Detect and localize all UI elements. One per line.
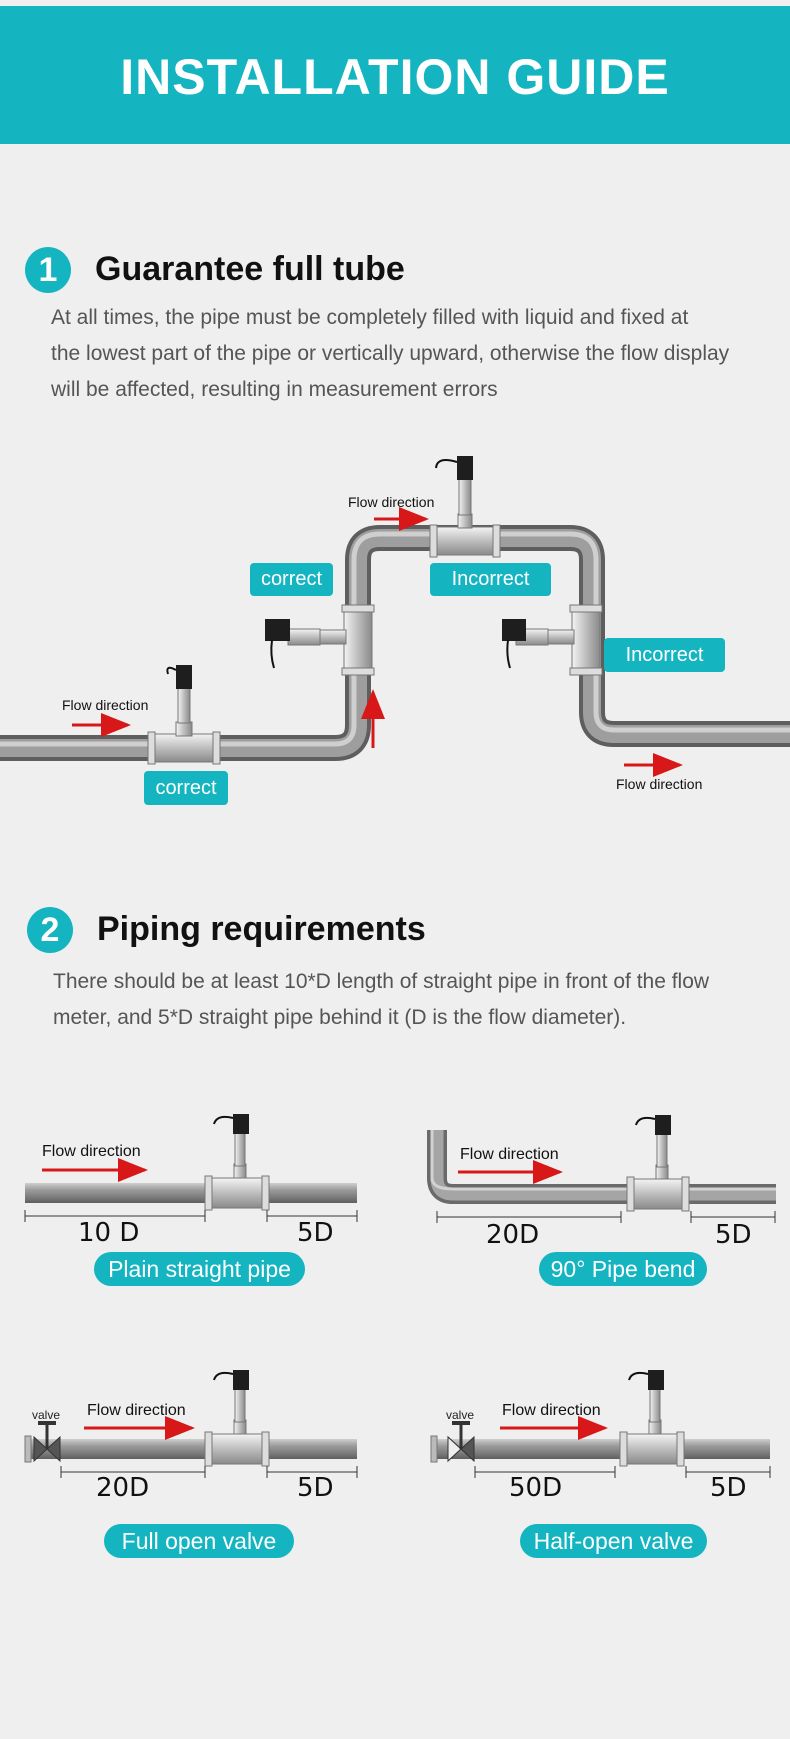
flow-meter-correct-horizontal — [147, 665, 221, 765]
flow-label-top: Flow direction — [348, 494, 435, 510]
section2-title: Piping requirements — [97, 910, 426, 948]
half-valve-after-dim: 5D — [710, 1473, 747, 1503]
flow-meter-incorrect-vertical — [502, 604, 603, 676]
label-full-open-valve: Full open valve — [104, 1524, 294, 1558]
label-pipe-bend: 90° Pipe bend — [539, 1252, 707, 1286]
section1-title: Guarantee full tube — [95, 250, 405, 288]
flow-label-right: Flow direction — [616, 776, 703, 792]
half-valve-flow-label: Flow direction — [502, 1402, 601, 1419]
flow-meter-correct-vertical — [265, 604, 375, 676]
bend-flow-label: Flow direction — [460, 1146, 559, 1163]
diagram-half-open-valve — [430, 1370, 771, 1478]
straight-after-dim: 5D — [297, 1218, 334, 1248]
half-valve-label: valve — [446, 1408, 475, 1422]
diagram-straight-pipe — [24, 1114, 358, 1222]
section-number-1: 1 — [25, 247, 71, 293]
section2-line-1: There should be at least 10*D length of … — [53, 970, 710, 993]
section-number-2: 2 — [27, 907, 73, 953]
label-correct-horizontal: correct — [144, 771, 228, 805]
label-half-open-valve: Half-open valve — [520, 1524, 707, 1558]
full-valve-label: valve — [32, 1408, 61, 1422]
full-valve-before-dim: 20D — [96, 1473, 150, 1503]
label-plain-straight-pipe: Plain straight pipe — [94, 1252, 305, 1286]
header-banner: INSTALLATION GUIDE — [0, 6, 790, 144]
section2-line-2: meter, and 5*D straight pipe behind it (… — [53, 1006, 627, 1029]
section1-line-2: the lowest part of the pipe or verticall… — [51, 342, 730, 365]
half-valve-before-dim: 50D — [509, 1473, 563, 1503]
flow-label-left: Flow direction — [62, 697, 149, 713]
section1-line-3: will be affected, resulting in measureme… — [51, 378, 498, 401]
straight-before-dim: 10 D — [78, 1218, 140, 1248]
section1-line-1: At all times, the pipe must be completel… — [51, 306, 689, 329]
flow-meter-incorrect-top — [429, 456, 501, 558]
bend-after-dim: 5D — [715, 1220, 752, 1250]
full-valve-after-dim: 5D — [297, 1473, 334, 1503]
bend-before-dim: 20D — [486, 1220, 540, 1250]
straight-flow-label: Flow direction — [42, 1143, 141, 1160]
label-incorrect-vertical: Incorrect — [604, 638, 725, 672]
label-incorrect-top: Incorrect — [430, 563, 551, 596]
full-valve-flow-label: Flow direction — [87, 1402, 186, 1419]
diagram-full-open-valve — [24, 1370, 358, 1478]
label-correct-vertical: correct — [250, 563, 333, 596]
page-title: INSTALLATION GUIDE — [120, 49, 670, 105]
diagram-pipe-bend — [427, 1115, 776, 1223]
